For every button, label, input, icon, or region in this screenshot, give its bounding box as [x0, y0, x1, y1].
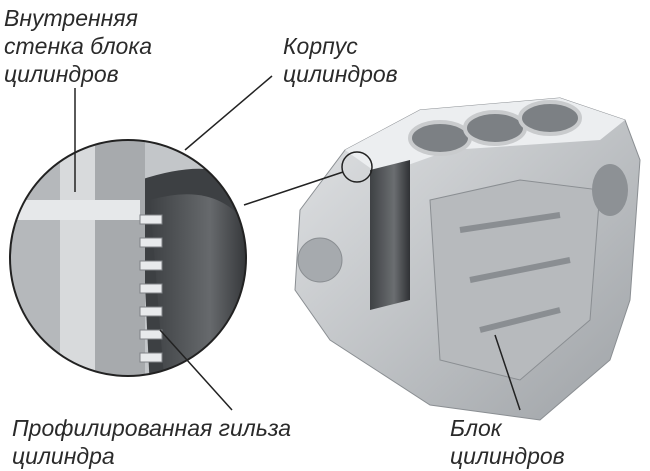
- label-inner-wall: Внутренняя стенка блока цилиндров: [4, 5, 158, 87]
- leader-lines: [74, 75, 521, 411]
- detail-marker-circle: [341, 151, 373, 183]
- engine-block-image: [294, 97, 641, 421]
- label-cylinder-housing: Корпус цилиндров: [283, 33, 398, 87]
- label-cylinder-block: Блок цилиндров: [450, 415, 565, 469]
- label-profiled-liner: Профилированная гильза цилиндра: [12, 415, 298, 469]
- magnified-detail-image: [10, 140, 246, 376]
